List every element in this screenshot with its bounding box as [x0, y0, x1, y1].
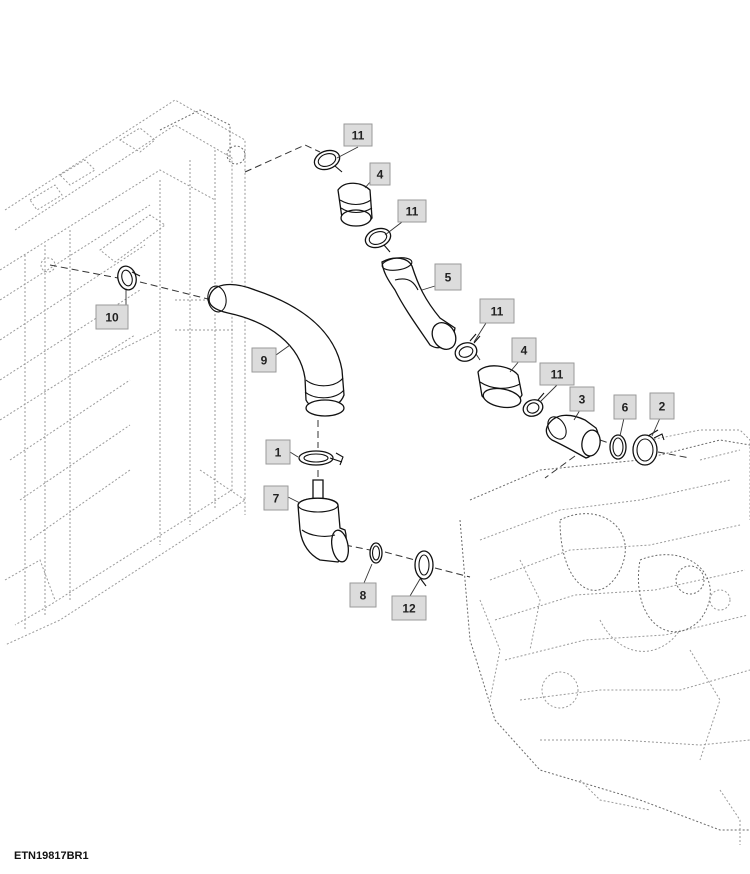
callout-5: 5 — [434, 263, 462, 291]
hose-clamp-12 — [414, 550, 434, 587]
callout-label: 11 — [551, 368, 564, 382]
callout-11-right-b: 11 — [539, 362, 575, 386]
hose-clamp-2 — [632, 429, 665, 466]
callout-label: 12 — [402, 602, 416, 616]
hose-coupler-lower — [477, 365, 523, 409]
callout-label: 6 — [622, 401, 629, 415]
radiator-hose-9 — [207, 283, 345, 417]
curved-hose-5 — [381, 257, 457, 350]
callout-label: 2 — [659, 400, 666, 414]
callout-1: 1 — [265, 439, 291, 465]
callout-6: 6 — [613, 394, 637, 420]
callout-label: 11 — [491, 305, 504, 319]
callout-8: 8 — [349, 582, 377, 608]
figure-reference-id: ETN19817BR1 — [14, 850, 89, 862]
callout-label: 3 — [579, 393, 586, 407]
radiator-assembly-ghost — [0, 99, 246, 646]
callout-4-lower: 4 — [511, 337, 537, 363]
callout-2: 2 — [649, 392, 675, 420]
elbow-hose-3 — [545, 414, 601, 459]
callout-label: 1 — [275, 446, 282, 460]
hose-clamp-right-a — [454, 333, 481, 362]
callout-label: 4 — [377, 168, 384, 182]
hose-clamp-10 — [117, 265, 141, 291]
hose-clamp-right-b — [522, 392, 545, 417]
callout-label: 11 — [406, 205, 419, 219]
callout-label: 5 — [445, 271, 452, 285]
callout-label: 4 — [521, 344, 528, 358]
callout-label: 8 — [360, 589, 367, 603]
callout-label: 11 — [352, 129, 365, 143]
elbow-fitting-7 — [297, 479, 350, 563]
callout-11-right-a: 11 — [479, 298, 515, 324]
callout-label: 9 — [261, 354, 268, 368]
hose-clamp-middle — [364, 227, 392, 253]
o-ring-6 — [609, 434, 627, 460]
assembly-routing-lines — [49, 144, 691, 578]
hose-clamp-upper — [313, 149, 343, 173]
callout-3: 3 — [569, 386, 595, 412]
o-ring-8 — [369, 542, 383, 564]
callout-label: 7 — [273, 492, 280, 506]
callout-12: 12 — [391, 595, 427, 621]
callout-7: 7 — [263, 485, 289, 511]
callout-9: 9 — [251, 347, 277, 373]
callout-4-top: 4 — [369, 162, 391, 186]
callout-leaders — [125, 146, 661, 597]
callout-11-top: 11 — [343, 123, 373, 147]
hose-clamp-1 — [298, 450, 344, 466]
callout-label: 10 — [105, 311, 119, 325]
engine-ghost — [459, 429, 750, 845]
hose-coupler-upper — [337, 182, 373, 227]
callout-10: 10 — [95, 304, 129, 330]
callout-11-mid: 11 — [397, 199, 427, 223]
